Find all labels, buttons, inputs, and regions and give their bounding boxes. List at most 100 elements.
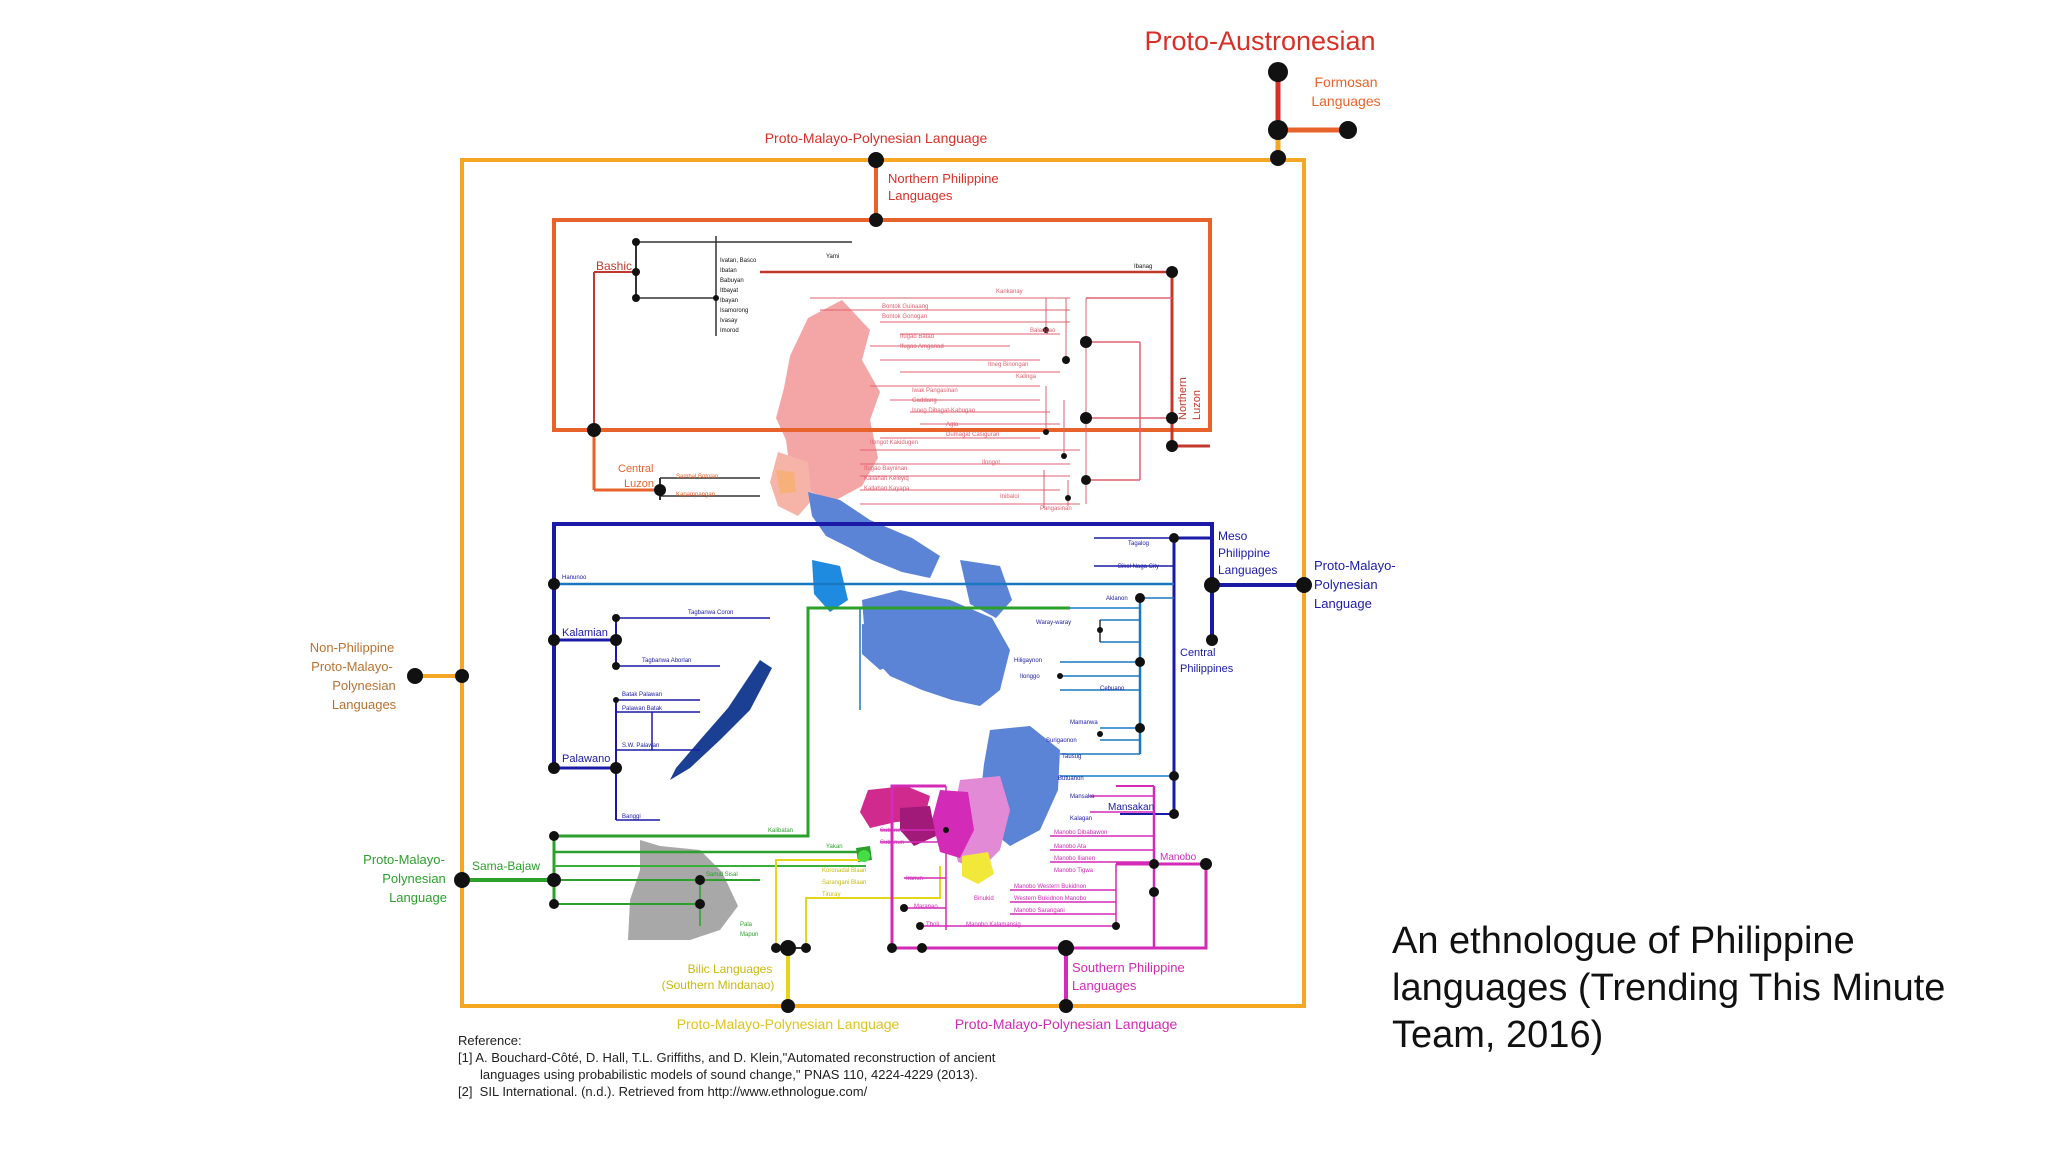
node-meso xyxy=(1204,577,1220,593)
node-small xyxy=(1043,429,1049,435)
lang-label: Ilongot Kakidugen xyxy=(870,440,918,446)
node-bashic-4 xyxy=(713,295,719,301)
label-meso-3: Languages xyxy=(1218,563,1277,577)
label-palawano: Palawano xyxy=(562,753,610,765)
lang-label: Balangao xyxy=(1030,328,1056,334)
node-pmp-left-top xyxy=(455,669,469,683)
lang-label: Tboli xyxy=(926,922,939,928)
node-nl-1 xyxy=(1080,336,1092,348)
lang-label: Pangasinan xyxy=(1040,506,1072,512)
label-central-ph-1: Central xyxy=(1180,647,1215,659)
lang-label: Ilongot xyxy=(982,460,1000,466)
ref-1b: languages using probabilistic models of … xyxy=(480,1067,978,1082)
lang-label: Ibayan xyxy=(720,298,738,304)
ref-2: [2] SIL International. (n.d.). Retrieved… xyxy=(458,1084,868,1099)
label-central-luzon-1: Central xyxy=(618,463,653,475)
lang-label: Ivasay xyxy=(720,318,737,324)
node-north-luzon-top xyxy=(1166,266,1178,278)
node-southern-ph xyxy=(1058,940,1074,956)
lang-label: Kallahan Keleyiq xyxy=(864,476,909,482)
node-formosan xyxy=(1339,121,1357,139)
node-kalibatan xyxy=(549,831,559,841)
label-npl-2: Languages xyxy=(888,188,953,203)
node-pmp-right xyxy=(1296,577,1312,593)
lang-label: Itneg Binongan xyxy=(988,362,1028,368)
lang-label: Western Bukidnon Manobo xyxy=(1014,896,1087,902)
lang-label: Manobo Ata xyxy=(1054,844,1087,850)
lang-label: Kalibatan xyxy=(768,828,793,834)
node-small xyxy=(916,922,924,930)
references: Reference: [1] A. Bouchard-Côté, D. Hall… xyxy=(458,1032,995,1100)
map-south-luzon xyxy=(808,492,940,578)
lang-label: Tagbanwa Coron xyxy=(688,610,733,616)
label-pmp-bottom-magenta: Proto-Malayo-Polynesian Language xyxy=(955,1016,1178,1032)
lang-label: Iwak Pangasinan xyxy=(912,388,958,394)
ref-title: Reference: xyxy=(458,1033,522,1048)
small-labels: Ivatan, Basco Ibatan Babuyan Itbayat Iba… xyxy=(562,254,1159,938)
lang-label: Manobo Kalamansig xyxy=(966,922,1021,928)
node-small xyxy=(1062,356,1070,364)
label-pmp-left-1: Proto-Malayo- xyxy=(363,852,445,867)
lang-label: Mamanwa xyxy=(1070,720,1098,726)
lang-label: Batak Palawan xyxy=(622,692,662,698)
sp-right xyxy=(1066,862,1208,950)
map-mindoro xyxy=(812,560,848,612)
map-borneo xyxy=(628,840,738,940)
label-proto-austronesian: Proto-Austronesian xyxy=(1144,26,1375,56)
bilic-line-2 xyxy=(805,866,941,948)
node-small xyxy=(695,875,705,885)
node-bashic-3 xyxy=(632,294,640,302)
label-bilic-2: (Southern Mindanao) xyxy=(662,978,775,992)
lang-label: Tagbanwa Aborlan xyxy=(642,658,691,664)
lang-label: S.W. Palawan xyxy=(622,743,659,749)
label-formosan-2: Languages xyxy=(1311,93,1380,109)
node-central-luzon xyxy=(654,484,666,496)
label-bilic-1: Bilic Languages xyxy=(688,962,773,976)
lang-label: Subanen xyxy=(880,828,904,834)
lang-label: Isneg Dibagat-Kabugao xyxy=(912,408,976,414)
node-small xyxy=(900,904,908,912)
lang-label: Iranun xyxy=(906,876,923,882)
label-meso-2: Philippine xyxy=(1218,546,1270,560)
lang-label: Ifugao Amganad xyxy=(900,344,944,350)
map-visayas xyxy=(862,590,1010,706)
node-bilic-2 xyxy=(771,943,781,953)
node-mansakan xyxy=(1169,809,1179,819)
label-nonphil-3: Polynesian xyxy=(332,678,396,693)
label-pmp-right-2: Polynesian xyxy=(1314,577,1378,592)
label-nonphil-1: Non-Philippine xyxy=(310,640,395,655)
bilic-line-1 xyxy=(775,859,860,948)
node-bilic xyxy=(780,940,796,956)
lang-label: Manobo Tigwa xyxy=(1054,868,1094,874)
lang-label: Ilonggo xyxy=(1020,674,1040,680)
sp-left xyxy=(890,784,1066,950)
lang-label: Ivatan, Basco xyxy=(720,258,757,264)
lang-label: Hanunoo xyxy=(562,575,587,581)
lang-label: Manobo Dibabawon xyxy=(1054,830,1107,836)
caption: An ethnologue of Philippine languages (T… xyxy=(1392,920,1946,1056)
map-cotabato xyxy=(962,852,994,884)
lang-label: Hiligaynon xyxy=(1014,658,1042,664)
node-nonphil xyxy=(407,668,423,684)
lang-label: Dumagat Casiguran xyxy=(946,432,999,438)
npl-box xyxy=(552,218,1212,432)
node-manobo-3 xyxy=(1149,887,1159,897)
label-mansakan: Mansakan xyxy=(1108,802,1154,813)
map-mindanao-center xyxy=(932,790,974,858)
map-samar xyxy=(960,560,1012,618)
lang-label: Babuyan xyxy=(720,278,744,284)
label-pmp-bottom-yellow: Proto-Malayo-Polynesian Language xyxy=(677,1016,900,1032)
node-sp-left xyxy=(887,943,897,953)
lang-label: Subanun xyxy=(880,840,904,846)
map-pampanga xyxy=(776,470,796,494)
lang-label: Waray-waray xyxy=(1036,620,1071,626)
node-small xyxy=(1057,673,1063,679)
node-nl-3 xyxy=(1081,475,1091,485)
label-formosan-1: Formosan xyxy=(1314,74,1377,90)
lang-label: Maranao xyxy=(914,904,938,910)
node-bilic-3 xyxy=(801,943,811,953)
node-sp-mid xyxy=(917,943,927,953)
lang-label: Kapampangan xyxy=(676,492,715,498)
node-bashic-cl xyxy=(587,423,601,437)
